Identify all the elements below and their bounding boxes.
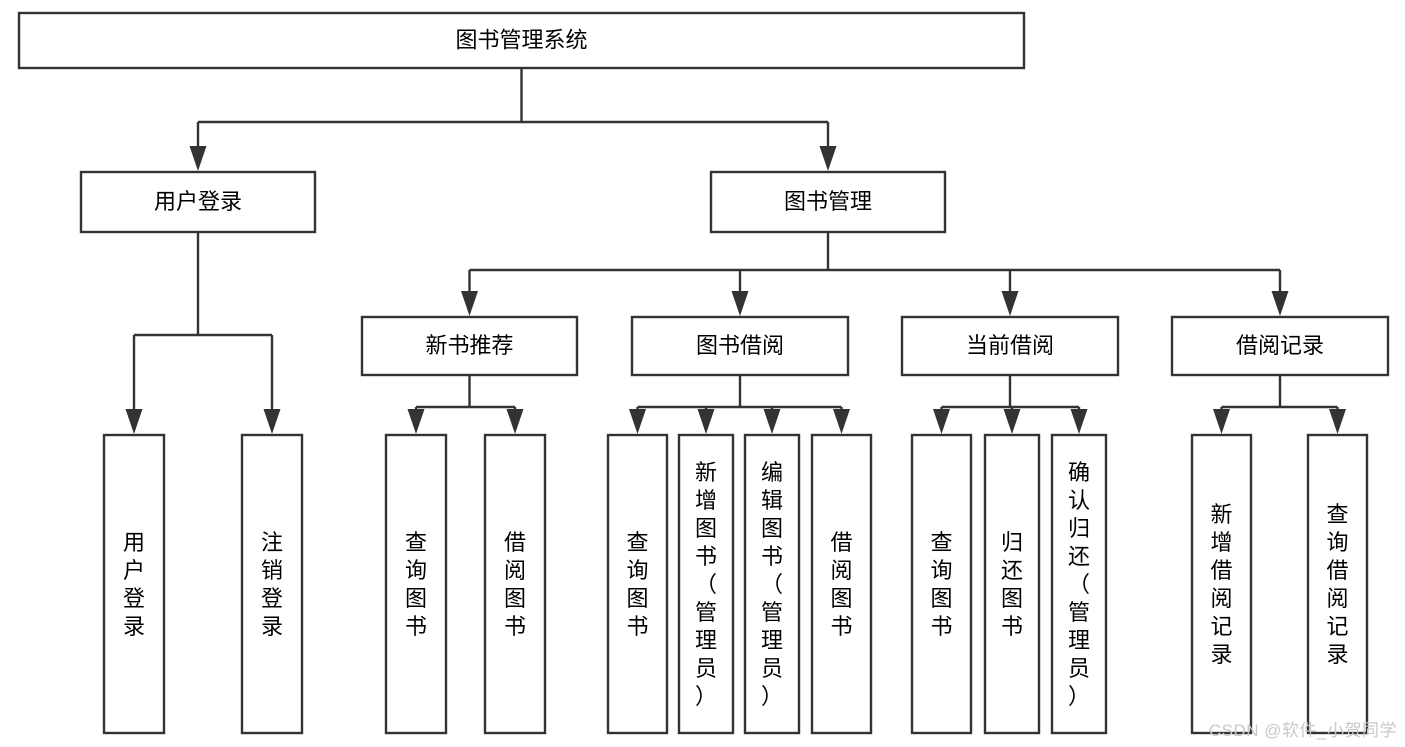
node-box-book-manage[interactable] (709, 170, 947, 234)
node-box-leaf-query-book-cb[interactable] (910, 433, 973, 735)
node-label-leaf-logout: 注销登录 (261, 530, 283, 639)
node-box-leaf-add-record[interactable] (1190, 433, 1253, 735)
node-label-leaf-user-login: 用户登录 (123, 530, 145, 639)
node-leaf-add-book[interactable]: 新增图书（管理员） (677, 433, 735, 735)
node-leaf-confirm-return[interactable]: 确认归还（管理员） (1050, 433, 1108, 735)
node-leaf-query-book-rec[interactable]: 查询图书 (384, 433, 448, 735)
node-box-leaf-query-book-br[interactable] (606, 433, 669, 735)
node-root[interactable]: 图书管理系统 (17, 11, 1026, 70)
node-new-book-rec[interactable]: 新书推荐 (360, 315, 579, 377)
connector-group (461, 232, 1289, 316)
node-layer: 图书管理系统用户登录图书管理新书推荐图书借阅当前借阅借阅记录用户登录注销登录查询… (17, 11, 1390, 735)
connector-group (407, 375, 524, 434)
node-box-leaf-user-login[interactable] (102, 433, 166, 735)
csdn-watermark: CSDN @软件_小贺同学 (1208, 721, 1397, 740)
node-book-borrow[interactable]: 图书借阅 (630, 315, 850, 377)
node-label-borrow-record: 借阅记录 (1236, 333, 1324, 358)
node-box-new-book-rec[interactable] (360, 315, 579, 377)
node-label-leaf-borrow-book-rec: 借阅图书 (504, 530, 526, 639)
connector-group (189, 68, 837, 171)
node-label-new-book-rec: 新书推荐 (425, 333, 513, 358)
connector-group (629, 375, 850, 434)
node-leaf-user-login[interactable]: 用户登录 (102, 433, 166, 735)
node-label-book-borrow: 图书借阅 (696, 333, 784, 358)
node-leaf-query-record[interactable]: 查询借阅记录 (1306, 433, 1369, 735)
connector-group (933, 375, 1088, 434)
node-label-leaf-add-book: 新增图书（管理员） (695, 460, 717, 709)
node-box-leaf-return-book[interactable] (983, 433, 1041, 735)
node-label-leaf-return-book: 归还图书 (1001, 530, 1023, 639)
node-leaf-query-book-br[interactable]: 查询图书 (606, 433, 669, 735)
node-label-leaf-query-book-rec: 查询图书 (405, 530, 427, 639)
connector-layer (125, 68, 1346, 434)
node-box-root[interactable] (17, 11, 1026, 70)
node-box-book-borrow[interactable] (630, 315, 850, 377)
connector-group (125, 232, 281, 434)
node-label-leaf-borrow-book-br: 借阅图书 (830, 530, 852, 639)
node-box-leaf-confirm-return[interactable] (1050, 433, 1108, 735)
node-leaf-borrow-book-br[interactable]: 借阅图书 (810, 433, 873, 735)
node-leaf-logout[interactable]: 注销登录 (240, 433, 304, 735)
node-box-leaf-borrow-book-br[interactable] (810, 433, 873, 735)
node-label-root: 图书管理系统 (455, 27, 587, 52)
node-label-leaf-add-record: 新增借阅记录 (1210, 502, 1232, 667)
node-user-login[interactable]: 用户登录 (79, 170, 317, 234)
node-leaf-add-record[interactable]: 新增借阅记录 (1190, 433, 1253, 735)
node-box-user-login[interactable] (79, 170, 317, 234)
node-box-leaf-query-record[interactable] (1306, 433, 1369, 735)
node-label-leaf-query-record: 查询借阅记录 (1326, 502, 1348, 667)
node-label-user-login: 用户登录 (154, 189, 242, 214)
node-box-borrow-record[interactable] (1170, 315, 1390, 377)
node-box-leaf-query-book-rec[interactable] (384, 433, 448, 735)
node-label-leaf-confirm-return: 确认归还（管理员） (1068, 460, 1090, 709)
node-leaf-query-book-cb[interactable]: 查询图书 (910, 433, 973, 735)
node-book-manage[interactable]: 图书管理 (709, 170, 947, 234)
node-leaf-return-book[interactable]: 归还图书 (983, 433, 1041, 735)
node-leaf-borrow-book-rec[interactable]: 借阅图书 (483, 433, 547, 735)
node-leaf-edit-book[interactable]: 编辑图书（管理员） (743, 433, 801, 735)
node-current-borrow[interactable]: 当前借阅 (900, 315, 1120, 377)
node-label-leaf-query-book-cb: 查询图书 (930, 530, 952, 639)
node-box-leaf-logout[interactable] (240, 433, 304, 735)
node-label-leaf-query-book-br: 查询图书 (626, 530, 648, 639)
node-label-leaf-edit-book: 编辑图书（管理员） (761, 460, 783, 709)
node-box-leaf-borrow-book-rec[interactable] (483, 433, 547, 735)
node-label-book-manage: 图书管理 (784, 189, 872, 214)
node-box-leaf-edit-book[interactable] (743, 433, 801, 735)
node-borrow-record[interactable]: 借阅记录 (1170, 315, 1390, 377)
node-box-current-borrow[interactable] (900, 315, 1120, 377)
connector-group (1213, 375, 1346, 434)
node-box-leaf-add-book[interactable] (677, 433, 735, 735)
node-label-current-borrow: 当前借阅 (966, 333, 1054, 358)
